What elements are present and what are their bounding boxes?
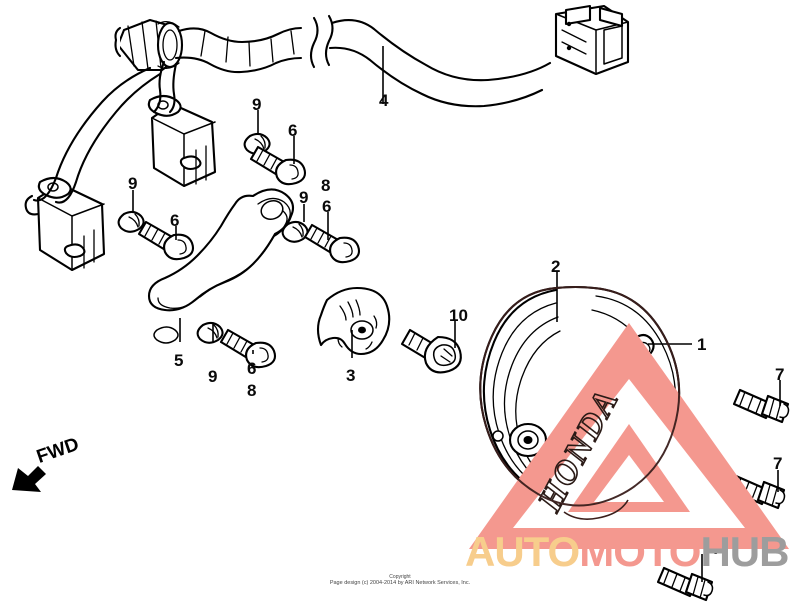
callout-number-wire-harness: 4 bbox=[379, 91, 389, 110]
flange-bolt-6b bbox=[137, 220, 195, 261]
flange-bolt-10-art bbox=[400, 328, 462, 374]
callout-number-cover-gasket-ridge: 2 bbox=[551, 257, 561, 276]
cover-bolt-7b bbox=[728, 474, 786, 510]
pulse-generator-base-plate-art bbox=[147, 188, 295, 344]
callout-number-washer: 8 bbox=[321, 176, 331, 195]
callout-number-alternator-cover: 1 bbox=[697, 335, 707, 354]
lock-washer-9b bbox=[117, 210, 145, 233]
wire-harness-art bbox=[114, 4, 630, 108]
callout-number-lock-washer: 9 bbox=[299, 188, 309, 207]
flange-bolt-6a bbox=[249, 145, 307, 186]
flange-bolt-6d bbox=[219, 328, 277, 369]
cover-bolt-7d bbox=[656, 566, 714, 602]
pulse-generator-upper bbox=[147, 60, 217, 188]
callout-number-flange-bolt: 6 bbox=[288, 121, 298, 140]
footer-copyright: Copyright Page design (c) 2004-2014 by A… bbox=[0, 574, 800, 587]
callout-number-lock-washer: 9 bbox=[128, 174, 138, 193]
pulse-generator-lower bbox=[24, 66, 162, 272]
callout-number-cover-bolt: 7 bbox=[673, 462, 683, 481]
cover-bolt-7c bbox=[632, 484, 690, 520]
alternator-cover-art bbox=[479, 285, 681, 520]
callout-number-washer: 8 bbox=[247, 381, 257, 400]
copyright-line-1: Copyright bbox=[389, 574, 411, 580]
arrow-left-down-icon bbox=[12, 466, 46, 492]
callout-number-cover-bolt: 7 bbox=[712, 539, 722, 558]
harness-connector bbox=[554, 4, 630, 76]
callout-number-lock-washer: 9 bbox=[208, 367, 218, 386]
callout-number-cover-bolt: 7 bbox=[773, 454, 783, 473]
callout-number-flange-bolt: 6 bbox=[170, 211, 180, 230]
callout-number-pulse-generator-base-plate: 5 bbox=[174, 351, 184, 370]
lock-washer-9d bbox=[196, 321, 224, 344]
timing-rotor-art bbox=[316, 286, 391, 356]
fwd-direction-marker: FWD bbox=[8, 434, 98, 494]
callout-number-flange-bolt: 6 bbox=[247, 359, 257, 378]
flange-bolt-6c bbox=[303, 223, 361, 264]
callout-number-lock-washer: 9 bbox=[252, 95, 262, 114]
lock-washer-9c bbox=[281, 220, 309, 243]
copyright-line-2: Page design (c) 2004-2014 by ARI Network… bbox=[329, 580, 471, 586]
callout-number-flange-bolt: 6 bbox=[322, 197, 332, 216]
callout-number-flange-nut-bolt: 10 bbox=[449, 306, 468, 325]
callout-number-timing-rotor: 3 bbox=[346, 366, 356, 385]
callout-number-cover-bolt: 7 bbox=[775, 365, 785, 384]
